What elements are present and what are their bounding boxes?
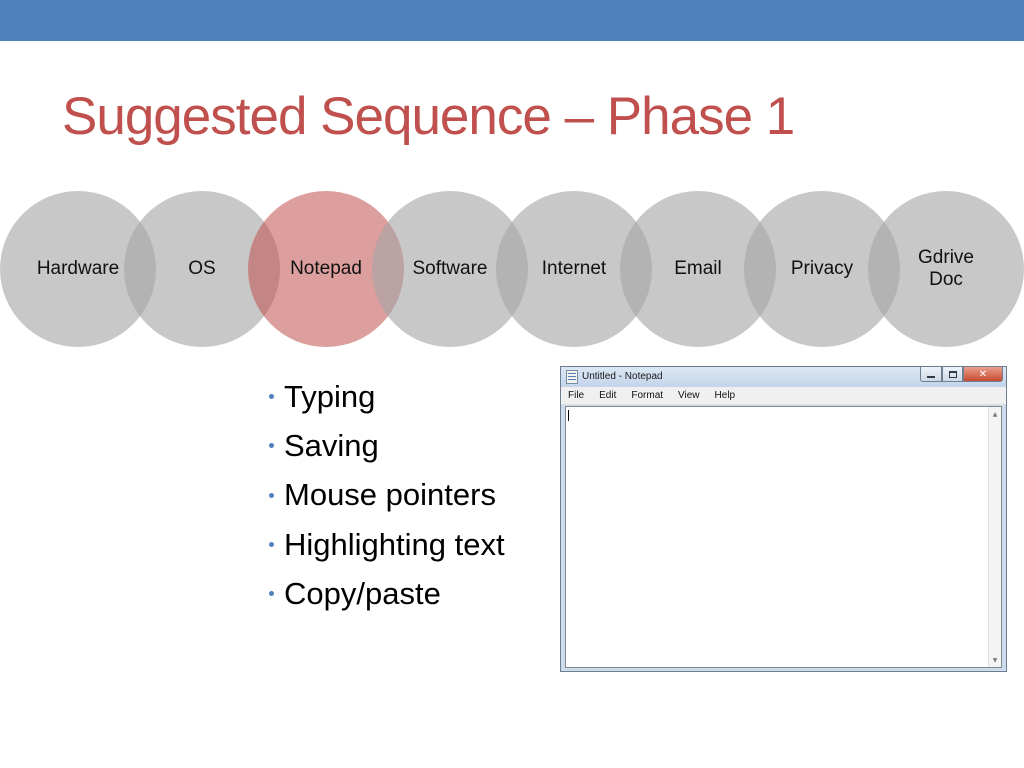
menu-file[interactable]: File [568, 390, 585, 401]
sequence-step-label: OS [188, 258, 216, 279]
bullet-text: Highlighting text [284, 526, 505, 562]
bullet-item: Saving [266, 421, 505, 470]
sequence-step-software: Software [372, 191, 528, 347]
maximize-icon [948, 370, 957, 378]
bullet-text: Typing [284, 378, 376, 414]
bullet-item: Highlighting text [266, 520, 505, 569]
vertical-scrollbar[interactable]: ▲ ▼ [988, 407, 1001, 667]
bullet-icon [269, 542, 274, 548]
sequence-diagram: Hardware OS Notepad Software Internet Em… [0, 0, 1024, 360]
bullet-text: Mouse pointers [284, 477, 496, 513]
menu-bar: File Edit Format View Help [561, 387, 1006, 405]
close-icon: ✕ [978, 368, 988, 380]
minimize-button[interactable] [920, 367, 942, 382]
header-band [0, 0, 1024, 41]
bullet-icon [269, 492, 274, 498]
bullet-item: Typing [266, 372, 505, 421]
bullet-item: Mouse pointers [266, 471, 505, 520]
sequence-step-label: Software [412, 258, 488, 279]
menu-help[interactable]: Help [714, 390, 736, 401]
menu-view[interactable]: View [678, 390, 700, 401]
sequence-step-email: Email [620, 191, 776, 347]
sequence-step-label: Email [674, 258, 722, 279]
scroll-up-icon[interactable]: ▲ [992, 410, 998, 418]
notepad-titlebar[interactable]: Untitled - Notepad ✕ [561, 367, 1006, 387]
close-button[interactable]: ✕ [963, 367, 1003, 382]
notepad-icon[interactable] [566, 370, 578, 384]
menu-edit[interactable]: Edit [599, 390, 617, 401]
bullet-icon [269, 394, 274, 400]
text-editor-area[interactable]: ▲ ▼ [565, 406, 1002, 668]
sequence-step-label: Notepad [290, 258, 362, 279]
sequence-step-label: Gdrive Doc [918, 247, 974, 290]
bullet-text: Saving [284, 427, 379, 463]
slide-title: Suggested Sequence – Phase 1 [62, 87, 795, 146]
scroll-down-icon[interactable]: ▼ [992, 656, 998, 664]
minimize-icon [927, 375, 935, 378]
notepad-window: Untitled - Notepad ✕ File Edit Format Vi… [560, 366, 1007, 672]
sequence-step-gdrive-doc: Gdrive Doc [868, 191, 1024, 347]
bullet-text: Copy/paste [284, 575, 441, 611]
bullet-item: Copy/paste [266, 569, 505, 618]
bullet-list: Typing Saving Mouse pointers Highlightin… [266, 372, 505, 618]
bullet-icon [269, 443, 274, 449]
sequence-step-label: Internet [541, 258, 607, 279]
text-caret [568, 410, 569, 421]
menu-format[interactable]: Format [631, 390, 664, 401]
sequence-step-label: Hardware [36, 258, 120, 279]
sequence-step-label: Privacy [790, 258, 854, 279]
maximize-button[interactable] [942, 367, 963, 382]
window-title: Untitled - Notepad [582, 371, 663, 382]
bullet-icon [269, 591, 274, 597]
